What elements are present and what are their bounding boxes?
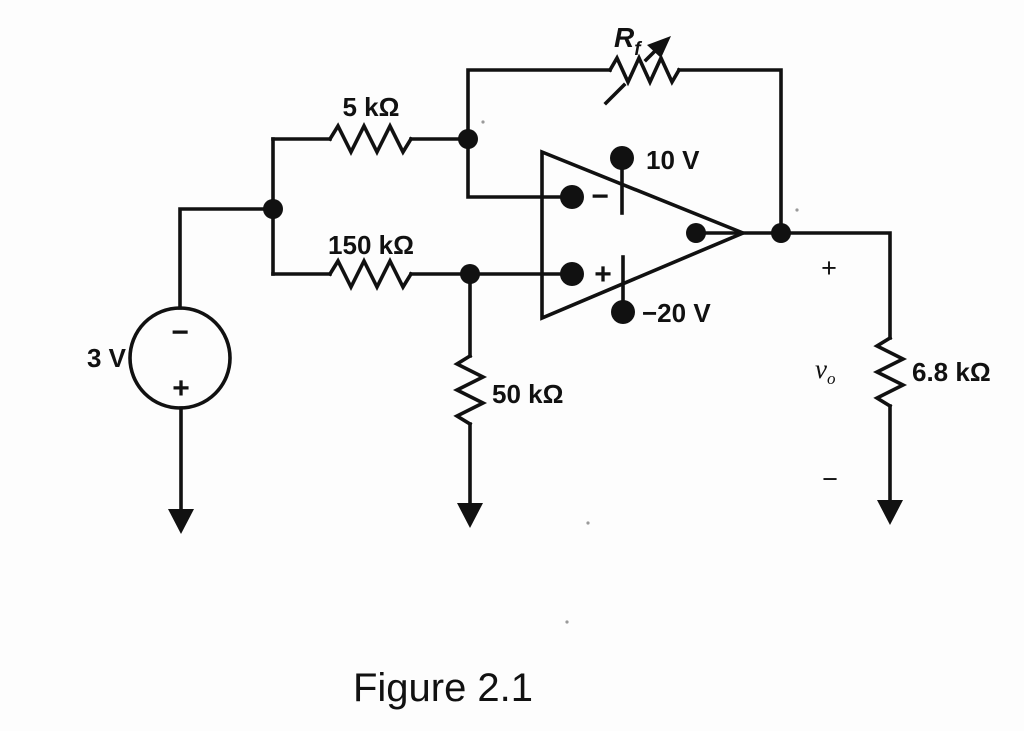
output-minus-sign: − — [822, 464, 838, 494]
resistor-5k-zigzag — [327, 121, 414, 157]
resistor-load: 6.8 kΩ — [872, 335, 991, 409]
opamp-noninverting-sign: + — [594, 258, 612, 291]
junction-dots — [263, 129, 791, 284]
output-voltage-label: vo — [815, 354, 835, 388]
speck — [795, 208, 799, 212]
negative-supply-label: −20 V — [642, 298, 711, 328]
opamp: − + 10 V −20 V — [540, 145, 748, 328]
voltage-source: − + 3 V — [87, 306, 232, 410]
speck — [565, 620, 569, 624]
resistor-load-label: 6.8 kΩ — [912, 357, 991, 387]
wire-inverting-input — [466, 68, 612, 199]
positive-supply-label: 10 V — [646, 145, 700, 175]
opamp-noninverting-terminal-dot — [560, 262, 584, 286]
resistor-50k-label: 50 kΩ — [492, 379, 563, 409]
feedback-junction-dot — [458, 129, 478, 149]
resistor-150k: 150 kΩ — [327, 230, 414, 292]
rf-label-subscript: f — [634, 39, 642, 60]
wires — [178, 68, 892, 512]
vo-label-subscript: o — [827, 369, 836, 388]
ground-arrows — [168, 500, 903, 534]
opamp-output-terminal-dot — [686, 223, 706, 243]
voltage-source-plus: + — [172, 372, 190, 405]
positive-supply-terminal-dot — [610, 146, 634, 170]
speck — [481, 120, 485, 124]
resistor-rf-zigzag — [607, 53, 682, 87]
rf-label-base: R — [614, 22, 635, 53]
resistor-50k: 50 kΩ — [452, 353, 563, 427]
resistor-rf-label: Rf — [614, 22, 642, 60]
resistor-50k-zigzag — [452, 353, 488, 427]
resistor-5k: 5 kΩ — [327, 92, 414, 157]
opamp-inverting-terminal-dot — [560, 185, 584, 209]
negative-supply-terminal-dot — [611, 300, 635, 324]
ground-arrow-source — [168, 509, 194, 534]
resistor-150k-label: 150 kΩ — [328, 230, 414, 260]
resistor-5k-label: 5 kΩ — [343, 92, 400, 122]
scan-specks — [481, 120, 799, 624]
ground-arrow-load — [877, 500, 903, 525]
figure-caption: Figure 2.1 — [353, 666, 533, 710]
output-plus-sign: + — [821, 253, 837, 283]
voltage-source-value: 3 V — [87, 343, 127, 373]
ground-arrow-50k — [457, 503, 483, 528]
voltage-source-minus: − — [171, 316, 189, 349]
output-node-dot — [771, 223, 791, 243]
resistor-150k-zigzag — [327, 256, 414, 292]
rf-wiper-arrowhead — [647, 36, 671, 58]
wire-source-to-junction — [178, 207, 275, 310]
feedback-potentiometer: Rf — [603, 22, 682, 106]
wire-output — [694, 231, 892, 340]
wire-feedback-return — [677, 68, 783, 235]
speck — [586, 521, 590, 525]
noninverting-junction-dot — [460, 264, 480, 284]
output-terminals: + − vo — [815, 253, 838, 494]
resistor-load-zigzag — [872, 335, 908, 409]
input-junction-dot — [263, 199, 283, 219]
opamp-inverting-sign: − — [591, 180, 609, 213]
voltage-source-circle — [128, 306, 232, 410]
opamp-triangle — [540, 149, 748, 321]
vo-label-base: v — [815, 354, 827, 384]
rf-wiper-line-lower — [603, 82, 627, 106]
